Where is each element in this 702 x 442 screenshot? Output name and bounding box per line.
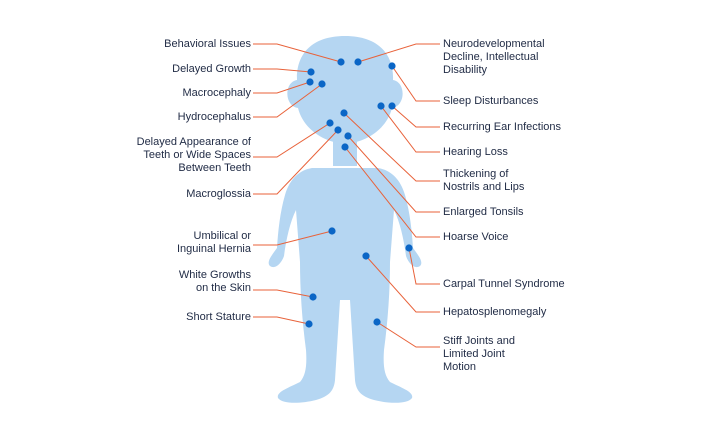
dot-white-growths xyxy=(309,293,317,301)
leader-line-hoarse-voice xyxy=(344,146,440,238)
dot-carpal-tunnel xyxy=(405,244,413,252)
label-sleep-disturbances: Sleep Disturbances xyxy=(443,95,539,107)
leader-line-short-stature xyxy=(253,316,310,325)
dot-behavioral-issues xyxy=(337,58,345,66)
leader-line-macroglossia xyxy=(253,129,339,195)
leader-line-sleep-disturbances xyxy=(391,65,440,102)
label-delayed-growth: Delayed Growth xyxy=(172,63,251,75)
label-ear-infections: Recurring Ear Infections xyxy=(443,121,561,133)
label-macrocephaly: Macrocephaly xyxy=(182,87,251,99)
symptom-dots xyxy=(305,58,413,328)
dot-delayed-teeth xyxy=(326,119,334,127)
dot-ear-infections xyxy=(388,102,396,110)
leader-line-hepatosplenomegaly xyxy=(365,255,440,313)
neck-shape xyxy=(333,136,357,166)
leader-line-white-growths xyxy=(253,289,314,298)
label-white-growths: White Growths on the Skin xyxy=(178,269,251,294)
leader-line-carpal-tunnel xyxy=(408,247,440,285)
label-hydrocephalus: Hydrocephalus xyxy=(177,111,251,123)
leader-lines xyxy=(253,43,440,348)
dot-hearing-loss xyxy=(377,102,385,110)
leader-line-hydrocephalus xyxy=(253,83,323,118)
dot-hepatosplenomegaly xyxy=(362,252,370,260)
leader-line-neurodevelopmental-decline xyxy=(357,43,440,63)
leader-line-delayed-growth xyxy=(253,68,312,73)
label-stiff-joints: Stiff Joints and Limited Joint Motion xyxy=(443,335,515,373)
dot-short-stature xyxy=(305,320,313,328)
head-shape xyxy=(287,36,403,144)
label-hepatosplenomegaly: Hepatosplenomegaly xyxy=(443,306,547,318)
label-short-stature: Short Stature xyxy=(186,311,251,323)
dot-hernia xyxy=(328,227,336,235)
leader-line-delayed-teeth xyxy=(253,122,331,158)
dot-macrocephaly xyxy=(306,78,314,86)
label-neurodevelopmental-decline: Neurodevelopmental Decline, Intellectual… xyxy=(443,38,545,76)
dot-hoarse-voice xyxy=(341,143,349,151)
label-hernia: Umbilical or Inguinal Hernia xyxy=(177,230,251,255)
dot-neurodevelopmental-decline xyxy=(354,58,362,66)
leader-line-stiff-joints xyxy=(376,321,440,348)
dot-enlarged-tonsils xyxy=(344,132,352,140)
label-delayed-teeth: Delayed Appearance of Teeth or Wide Spac… xyxy=(136,136,251,174)
leader-line-hernia xyxy=(253,230,333,246)
leader-line-macrocephaly xyxy=(253,81,311,94)
label-carpal-tunnel: Carpal Tunnel Syndrome xyxy=(443,278,565,290)
leader-line-enlarged-tonsils xyxy=(347,135,440,213)
leader-line-behavioral-issues xyxy=(253,43,342,63)
dot-stiff-joints xyxy=(373,318,381,326)
dot-delayed-growth xyxy=(307,68,315,76)
leader-line-ear-infections xyxy=(391,105,440,128)
leader-line-thickening-nostrils-lips xyxy=(343,112,440,182)
label-macroglossia: Macroglossia xyxy=(186,188,251,200)
label-behavioral-issues: Behavioral Issues xyxy=(164,38,251,50)
dot-thickening-nostrils-lips xyxy=(340,109,348,117)
leader-line-hearing-loss xyxy=(380,105,440,153)
label-thickening-nostrils-lips: Thickening of Nostrils and Lips xyxy=(443,168,525,193)
dot-macroglossia xyxy=(334,126,342,134)
dot-sleep-disturbances xyxy=(388,62,396,70)
dot-hydrocephalus xyxy=(318,80,326,88)
label-hoarse-voice: Hoarse Voice xyxy=(443,231,509,243)
body-silhouette xyxy=(268,36,422,403)
label-enlarged-tonsils: Enlarged Tonsils xyxy=(443,206,524,218)
torso-limbs-shape xyxy=(268,168,422,403)
label-hearing-loss: Hearing Loss xyxy=(443,146,508,158)
